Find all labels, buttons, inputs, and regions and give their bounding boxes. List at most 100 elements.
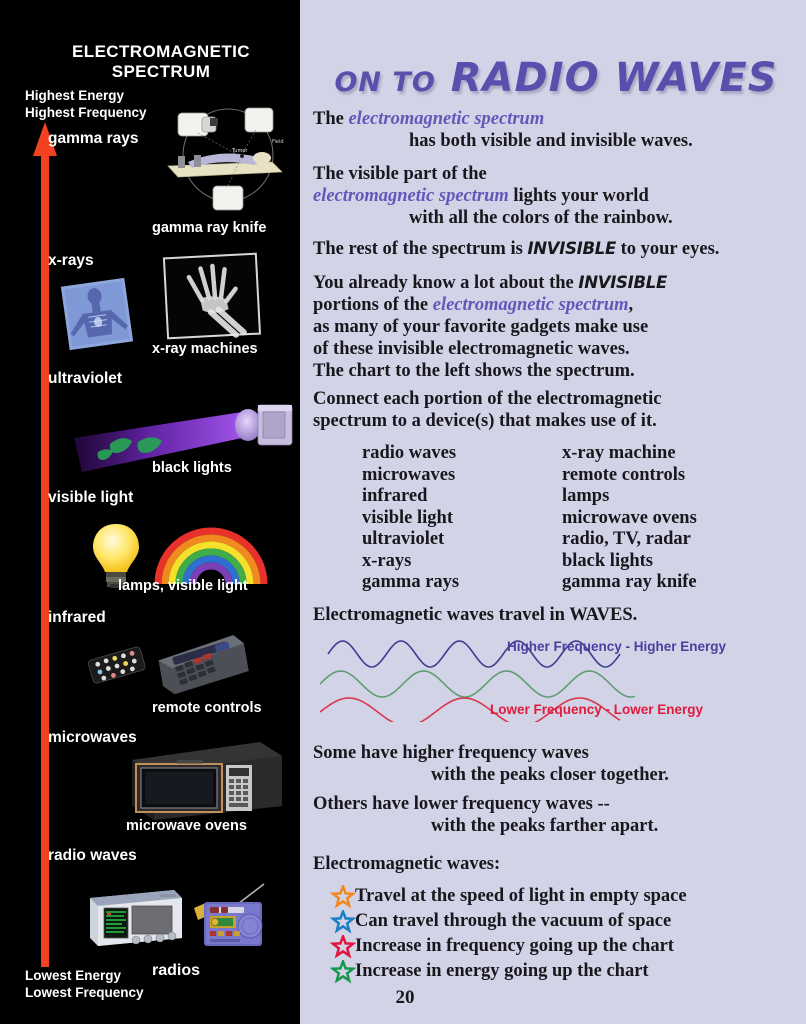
remote-control-small-image: [88, 646, 146, 684]
paragraph-know-text-c: as many of your favorite gadgets make us…: [313, 317, 649, 337]
paragraph-you-already-know: You already know a lot about the INVISIB…: [313, 272, 803, 382]
wave-svg: [319, 640, 636, 727]
device-label-x-ray-machines: x-ray machines: [152, 341, 258, 357]
paragraph-visible-part: The visible part of the electromagnetic …: [313, 163, 803, 229]
invisible-emphasis-2: INVISIBLE: [578, 273, 667, 292]
paragraph-rest-invisible: The rest of the spectrum is INVISIBLE to…: [313, 238, 803, 260]
svg-text:Tumor: Tumor: [231, 148, 248, 154]
electromagnetic-spectrum-chart: ELECTROMAGNETIC SPECTRUM Highest Energy …: [0, 0, 300, 1024]
paragraph-intro-text-b: has both visible and invisible waves.: [409, 131, 693, 151]
device-label-gamma-ray-knife: gamma ray knife: [152, 220, 267, 236]
paragraph-visible-line-1: The visible part of the: [313, 164, 487, 184]
band-label-gamma-rays: gamma rays: [48, 130, 139, 147]
instruction-line-1: Connect each portion of the electromagne…: [313, 389, 662, 409]
band-label-visible-light: visible light: [48, 489, 134, 506]
band-label-infrared: infrared: [48, 609, 106, 626]
wave-frequency-diagram: Higher Frequency - Higher Energy Lower F…: [319, 622, 800, 727]
higher-frequency-line-1: Some have higher frequency waves: [313, 743, 589, 763]
light-bulb-image: [93, 524, 139, 588]
list-item-label: Increase in energy going up the chart: [355, 961, 649, 981]
em-spectrum-phrase: electromagnetic spectrum: [348, 109, 545, 129]
star-bullet-icon: [330, 934, 356, 958]
wave-label-higher-frequency: Higher Frequency - Higher Energy: [507, 639, 727, 654]
paragraph-rest-text-b: to your eyes.: [615, 239, 720, 259]
matching-item-spectrum[interactable]: radio waves: [362, 443, 457, 463]
em-spectrum-phrase-2: electromagnetic spectrum: [313, 186, 509, 206]
matching-item-device[interactable]: remote controls: [562, 464, 686, 485]
microwave-oven-image: [132, 742, 282, 820]
paragraph-know-comma: ,: [628, 295, 634, 315]
highest-energy-label: Highest Energy Highest Frequency: [25, 88, 147, 120]
star-bullet-icon: [330, 909, 356, 933]
matching-item-spectrum[interactable]: microwaves: [362, 464, 456, 485]
invisible-emphasis-1: INVISIBLE: [527, 239, 616, 258]
lower-frequency-line-1: Others have lower frequency waves --: [313, 794, 610, 814]
paragraph-waves-travel: Electromagnetic waves travel in WAVES.: [313, 605, 638, 625]
gamma-ray-knife-image: Field Tumor: [167, 107, 284, 211]
page-title: ON TO RADIO WAVES: [306, 55, 806, 101]
svg-text:Field: Field: [272, 139, 284, 145]
paragraph-higher-frequency: Some have higher frequency waves with th…: [313, 742, 803, 786]
device-label-lamps-visible-light: lamps, visible light: [118, 578, 248, 594]
paragraph-intro-text-a: The: [313, 109, 349, 129]
band-label-radio-waves: radio waves: [48, 847, 137, 864]
paragraph-know-text-e: The chart to the left shows the spectrum…: [313, 361, 635, 381]
star-bullet-icon: [330, 884, 356, 908]
lower-frequency-line-2: with the peaks farther apart.: [431, 816, 659, 836]
list-item-label: Can travel through the vacuum of space: [355, 911, 672, 931]
device-label-microwave-ovens: microwave ovens: [126, 818, 247, 834]
x-ray-hand-image: [162, 252, 262, 340]
matching-item-device[interactable]: lamps: [562, 486, 610, 506]
remote-control-large-image: [158, 635, 249, 695]
star-bullet-icon: [330, 959, 356, 983]
list-item: Travel at the speed of light in empty sp…: [330, 884, 800, 909]
list-item: Increase in frequency going up the chart: [330, 934, 800, 959]
medium-frequency-wave: [319, 670, 636, 698]
instruction-line-2: spectrum to a device(s) that makes use o…: [313, 411, 657, 431]
device-label-black-lights: black lights: [152, 460, 232, 476]
matching-item-device[interactable]: x-ray machine: [562, 443, 676, 463]
rainbow-image: [154, 527, 268, 584]
band-label-x-rays: x-rays: [48, 252, 94, 269]
page-title-lead: ON TO: [334, 67, 436, 98]
list-item-label: Increase in frequency going up the chart: [355, 936, 674, 956]
paragraph-rest-text-a: The rest of the spectrum is: [313, 239, 528, 259]
list-item: Can travel through the vacuum of space: [330, 909, 800, 934]
matching-item-device[interactable]: gamma ray knife: [562, 572, 697, 592]
matching-item-device[interactable]: radio, TV, radar: [562, 529, 691, 549]
lowest-energy-label: Lowest Energy Lowest Frequency: [25, 968, 144, 1000]
paragraph-visible-line-3: with all the colors of the rainbow.: [409, 208, 673, 228]
page-title-main: RADIO WAVES: [450, 55, 778, 101]
paragraph-connect-instruction: Connect each portion of the electromagne…: [313, 388, 803, 432]
band-label-microwaves: microwaves: [48, 729, 137, 746]
matching-item-device[interactable]: black lights: [562, 550, 653, 571]
wave-label-lower-frequency: Lower Frequency - Lower Energy: [490, 702, 704, 717]
matching-item-spectrum[interactable]: x-rays: [362, 550, 412, 571]
matching-item-spectrum[interactable]: visible light: [362, 507, 453, 528]
band-label-ultraviolet: ultraviolet: [48, 370, 123, 387]
matching-item-spectrum[interactable]: infrared: [362, 486, 428, 506]
matching-item-spectrum[interactable]: ultraviolet: [362, 529, 445, 549]
wave-properties-list: Travel at the speed of light in empty sp…: [330, 884, 800, 984]
page-number: 20: [395, 987, 415, 1008]
matching-item-spectrum[interactable]: gamma rays: [362, 572, 460, 592]
radio-receiver-image: [90, 890, 182, 946]
lesson-content-panel: ON TO RADIO WAVES The electromagnetic sp…: [300, 0, 806, 1024]
paragraph-lower-frequency: Others have lower frequency waves -- wit…: [313, 793, 803, 837]
low-frequency-wave: [319, 697, 621, 727]
device-label-remote-controls: remote controls: [152, 700, 262, 716]
em-spectrum-phrase-3: electromagnetic spectrum: [432, 295, 629, 315]
device-label-radios: radios: [152, 962, 201, 979]
energy-direction-arrow: [33, 122, 57, 967]
high-frequency-wave: [327, 640, 621, 668]
matching-item-device[interactable]: microwave ovens: [562, 507, 697, 528]
higher-frequency-line-2: with the peaks closer together.: [431, 765, 669, 785]
list-item: Increase in energy going up the chart: [330, 959, 800, 984]
paragraph-know-text-d: of these invisible electromagnetic waves…: [313, 339, 630, 359]
paragraph-intro: The electromagnetic spectrum has both vi…: [313, 108, 803, 152]
paragraph-waves-list-heading: Electromagnetic waves:: [313, 854, 501, 874]
